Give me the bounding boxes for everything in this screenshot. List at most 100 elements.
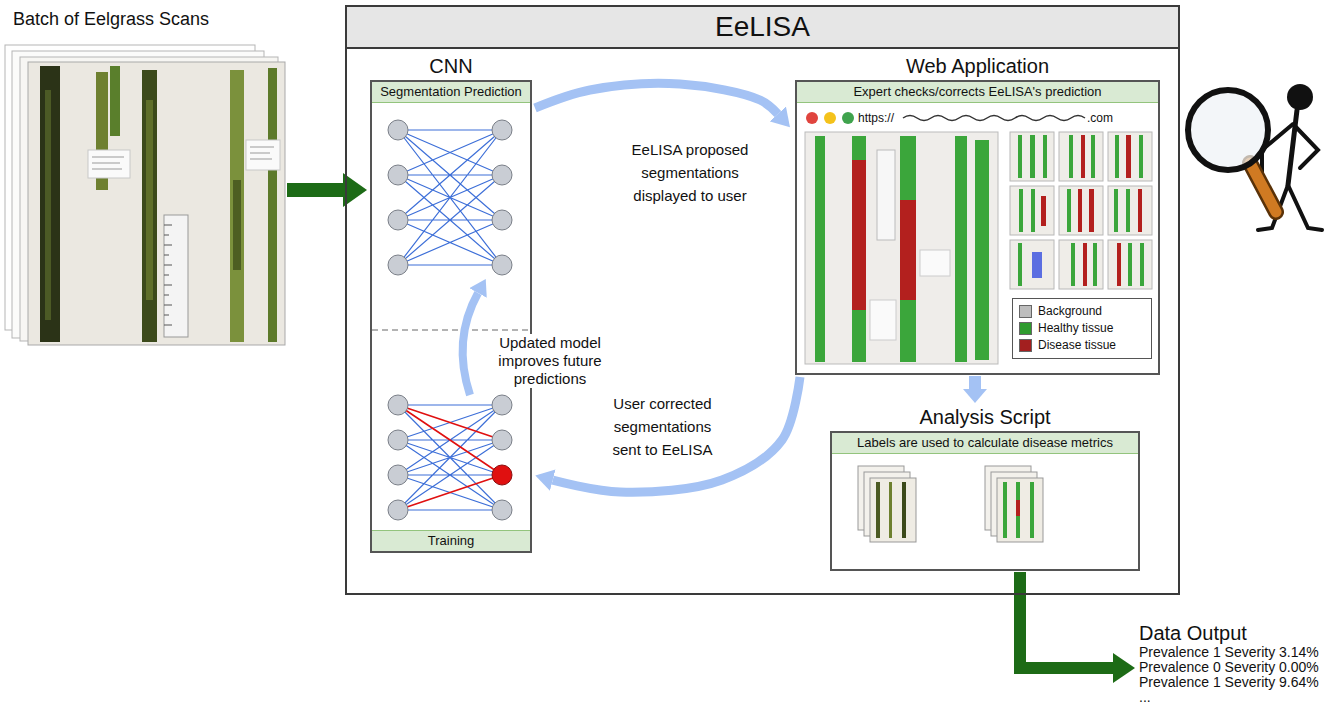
browser-window [805,132,998,364]
scan-stack [28,62,285,345]
training-network [388,395,408,415]
thumbnail-grid [1018,135,1022,178]
scan-stack [5,45,285,345]
labelled-scan-stack [1016,482,1020,538]
neural-network [388,210,408,230]
panel-header: Segmentation Prediction [372,82,530,103]
legend-entry: Healthy tissue [1019,320,1145,337]
training-network [492,430,512,450]
scan-stack [40,66,60,342]
legend-swatch [1019,305,1032,318]
raw-scan-stack [902,482,906,538]
scan-stack [250,147,274,159]
thumbnail-grid [1108,186,1152,235]
raw-scan-stack [889,482,892,538]
thumbnail-grid [1059,132,1103,181]
legend-entry: Disease tissue [1019,337,1145,354]
batch-title: Batch of Eelgrass Scans [5,8,287,30]
label-slot: Updated model improves future prediction… [490,334,610,388]
panel-title: Analysis Script [830,405,1140,429]
training-network [388,395,512,520]
neural-network [388,120,512,275]
browser-window [824,112,836,124]
inspector-figure [1287,84,1313,110]
output-arrow [1020,572,1113,668]
training-network [492,395,512,415]
output-line: Prevalence 1 Severity 3.14% [1139,645,1339,660]
divider-line [372,329,530,331]
scan-stack [164,215,188,337]
browser-window [877,150,895,240]
update-arrow [463,293,478,395]
legend-swatch [1019,322,1032,335]
scan-area [5,45,287,345]
label-flow-arrow [969,376,981,389]
thumbnail-grid [1114,189,1118,232]
panel-title: Web Application [795,54,1160,78]
labelled-scan-stack [1016,500,1020,516]
scan-stack [88,150,130,178]
neural-network [398,130,502,265]
scan-stack [233,180,241,270]
output-line: Prevalence 0 Severity 0.00% [1139,660,1339,675]
neural-network [492,210,512,230]
thumbnail-grid [1089,189,1094,232]
output-line: Prevalence 1 Severity 9.64% [1139,675,1339,690]
thumbnail-grid [1059,186,1103,235]
labelled-scan-stack [1030,482,1034,538]
inspector-figure [1188,90,1268,170]
thumbnail-grid [1067,189,1071,232]
browser-window [852,136,866,362]
raw-scan-stack [858,466,916,542]
scan-stack [45,90,51,320]
system-title: EeLISA [347,7,1178,49]
edge-label-slot: EeLISA proposed segmentations displayed … [625,138,755,207]
training-note: Updated model improves future prediction… [490,334,610,388]
training-network [398,405,502,510]
output-line: ... [1139,690,1339,705]
training-network [388,430,408,450]
thumbnail-grid [1069,135,1073,178]
thumbnail-grid [1117,243,1121,286]
panel-frame: Segmentation PredictionTraining [370,80,532,553]
inspector-figure [1288,110,1297,185]
correction-arrow [553,377,800,492]
labelled-scan-stack [985,466,1043,542]
thumbnail-grid [1019,189,1023,232]
thumbnail-grid [1010,132,1054,181]
browser-window [900,136,916,362]
thumbnail-grid [1083,243,1087,286]
thumbnail-grid [1018,243,1022,286]
thumbnail-grid [1128,243,1132,286]
label-slot: https:// [858,111,894,125]
legend-swatch [1019,339,1032,352]
training-network [492,465,512,485]
thumbnail-grid [1108,132,1152,181]
training-network [388,500,408,520]
neural-network [388,255,408,275]
connector-group [287,83,1113,668]
neural-network [492,120,512,140]
thumbnail-grid [1126,135,1131,178]
browser-window [903,116,1085,121]
scan-stack [164,225,172,325]
panel-header: Expert checks/corrects EeLISA's predicti… [797,82,1158,103]
thumbnail-grid [1108,186,1152,235]
legend-text: Healthy tissue [1038,321,1113,336]
thumbnail-grid [1093,243,1097,286]
browser-window [852,160,866,310]
legend-text: Disease tissue [1038,338,1116,353]
input-arrow [287,183,343,197]
neural-network [388,165,408,185]
scan-stack [142,70,157,342]
legend-box: BackgroundHealthy tissueDisease tissue [1012,298,1152,359]
thumbnail-grid [1059,240,1103,289]
edge-label-slot: User corrected segmentations sent to EeL… [600,392,725,461]
thumbnail-grid [1010,132,1054,181]
inspector-figure [1250,163,1276,212]
neural-network [492,165,512,185]
neural-network [388,120,408,140]
proposal-arrow [535,83,778,114]
